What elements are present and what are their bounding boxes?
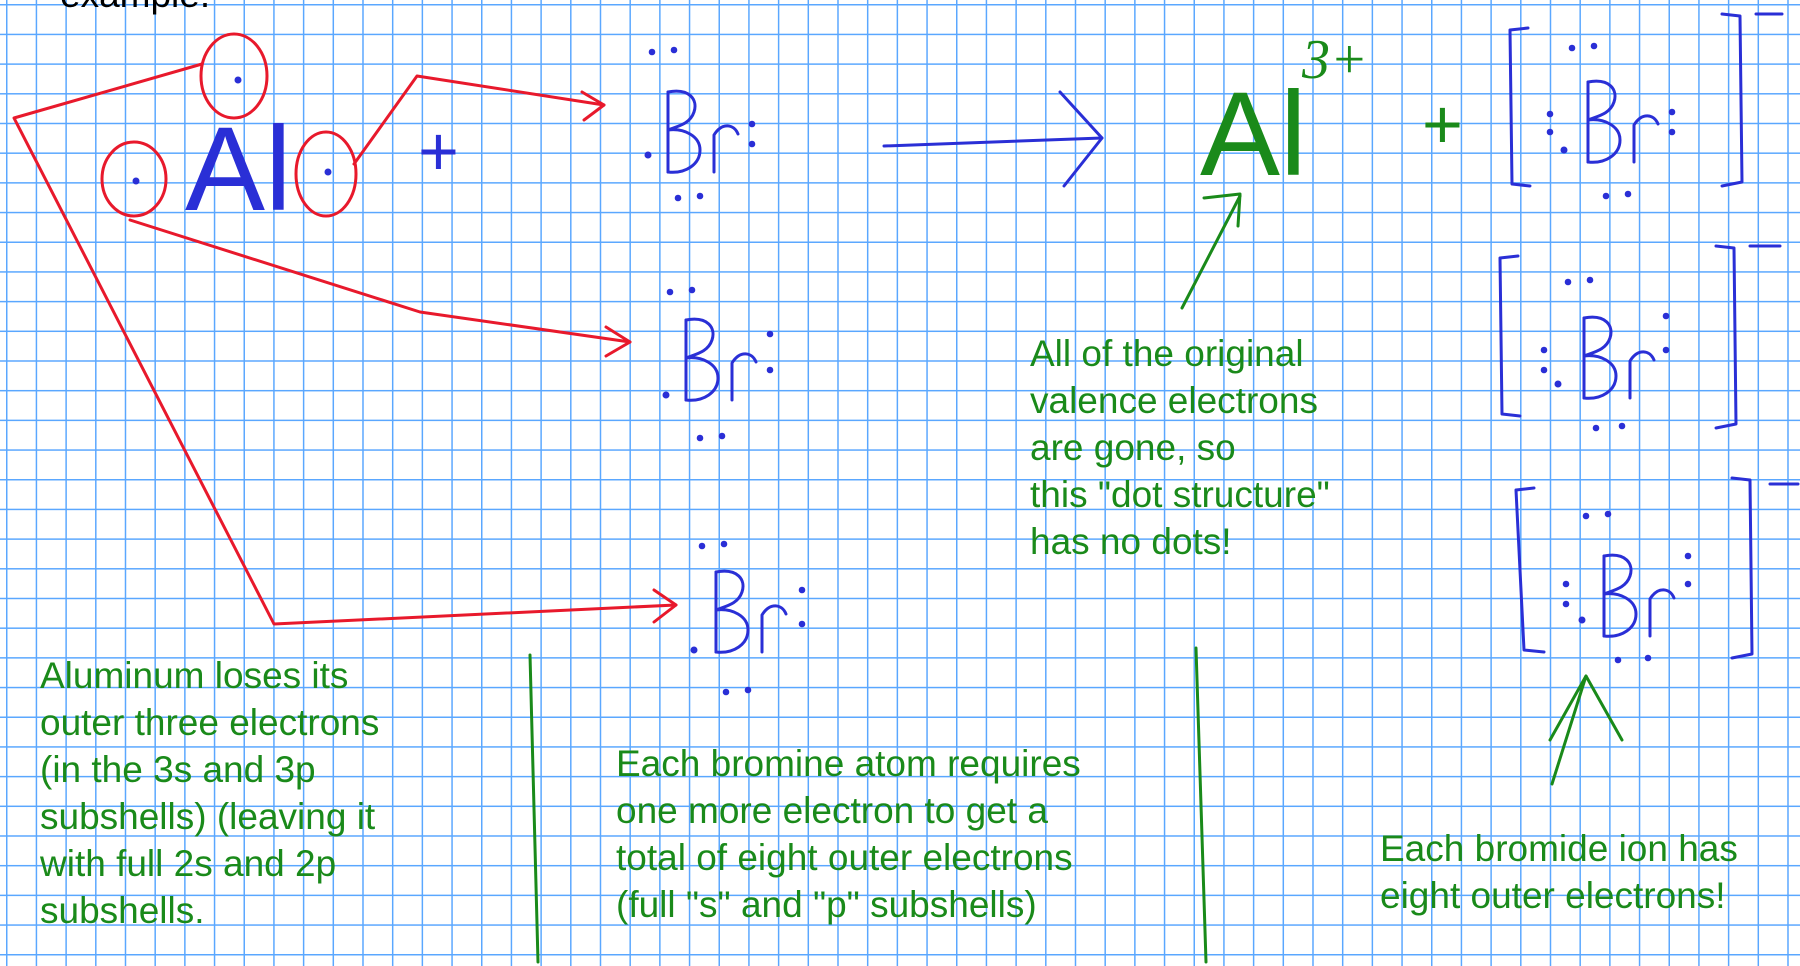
arrow-head-3 [604, 325, 632, 358]
al-symbol: Al [185, 102, 292, 236]
electron-circle-3 [294, 130, 358, 218]
aluminum-ion: Al 3+ [1200, 29, 1368, 201]
header-fragment: example. [60, 0, 210, 16]
plus-sign-2: + [1422, 85, 1463, 163]
al-ion-symbol: Al [1200, 67, 1307, 201]
transfer-arrow-2 [12, 62, 678, 626]
bromine-atom-2 [662, 286, 774, 442]
al-ion-pointer [1180, 194, 1242, 310]
transfer-arrow-1 [352, 74, 606, 166]
electron-circle-1 [199, 32, 269, 120]
al-ion-charge: 3+ [1301, 29, 1368, 91]
bromine-note: Each bromine atom requires one more elec… [616, 743, 1081, 925]
divider-line-1 [528, 653, 540, 964]
electron-circle-2 [100, 140, 168, 218]
divider-line-2 [1194, 646, 1208, 964]
bromide-pointer [1550, 674, 1588, 786]
bromide-ion-3 [1514, 476, 1800, 664]
al-electron-2 [132, 177, 140, 185]
bromide-ion-note: Each bromide ion has eight outer electro… [1380, 828, 1738, 916]
aluminum-atom: Al [100, 32, 358, 236]
electron-transfer-arrows [12, 62, 678, 626]
bromide-pointer-head [1548, 674, 1624, 742]
bromide-ion-2 [1498, 244, 1782, 432]
bromide-ion-1 [1508, 12, 1784, 200]
bromine-atom-3 [690, 540, 806, 696]
bromine-atom-1 [644, 46, 756, 202]
aluminum-ion-note: All of the original valence electrons ar… [1030, 333, 1330, 562]
plus-sign-1: + [418, 112, 459, 190]
arrow-head-1 [580, 90, 606, 122]
al-electron-3 [324, 168, 332, 176]
transfer-arrow-3 [128, 218, 632, 344]
aluminum-note: Aluminum loses its outer three electrons… [40, 655, 380, 931]
annotation-lines [528, 192, 1624, 964]
al-ion-pointer-head [1202, 192, 1242, 228]
al-electron-1 [234, 76, 242, 84]
reaction-arrow [882, 90, 1104, 188]
arrow-head-2 [652, 588, 678, 624]
